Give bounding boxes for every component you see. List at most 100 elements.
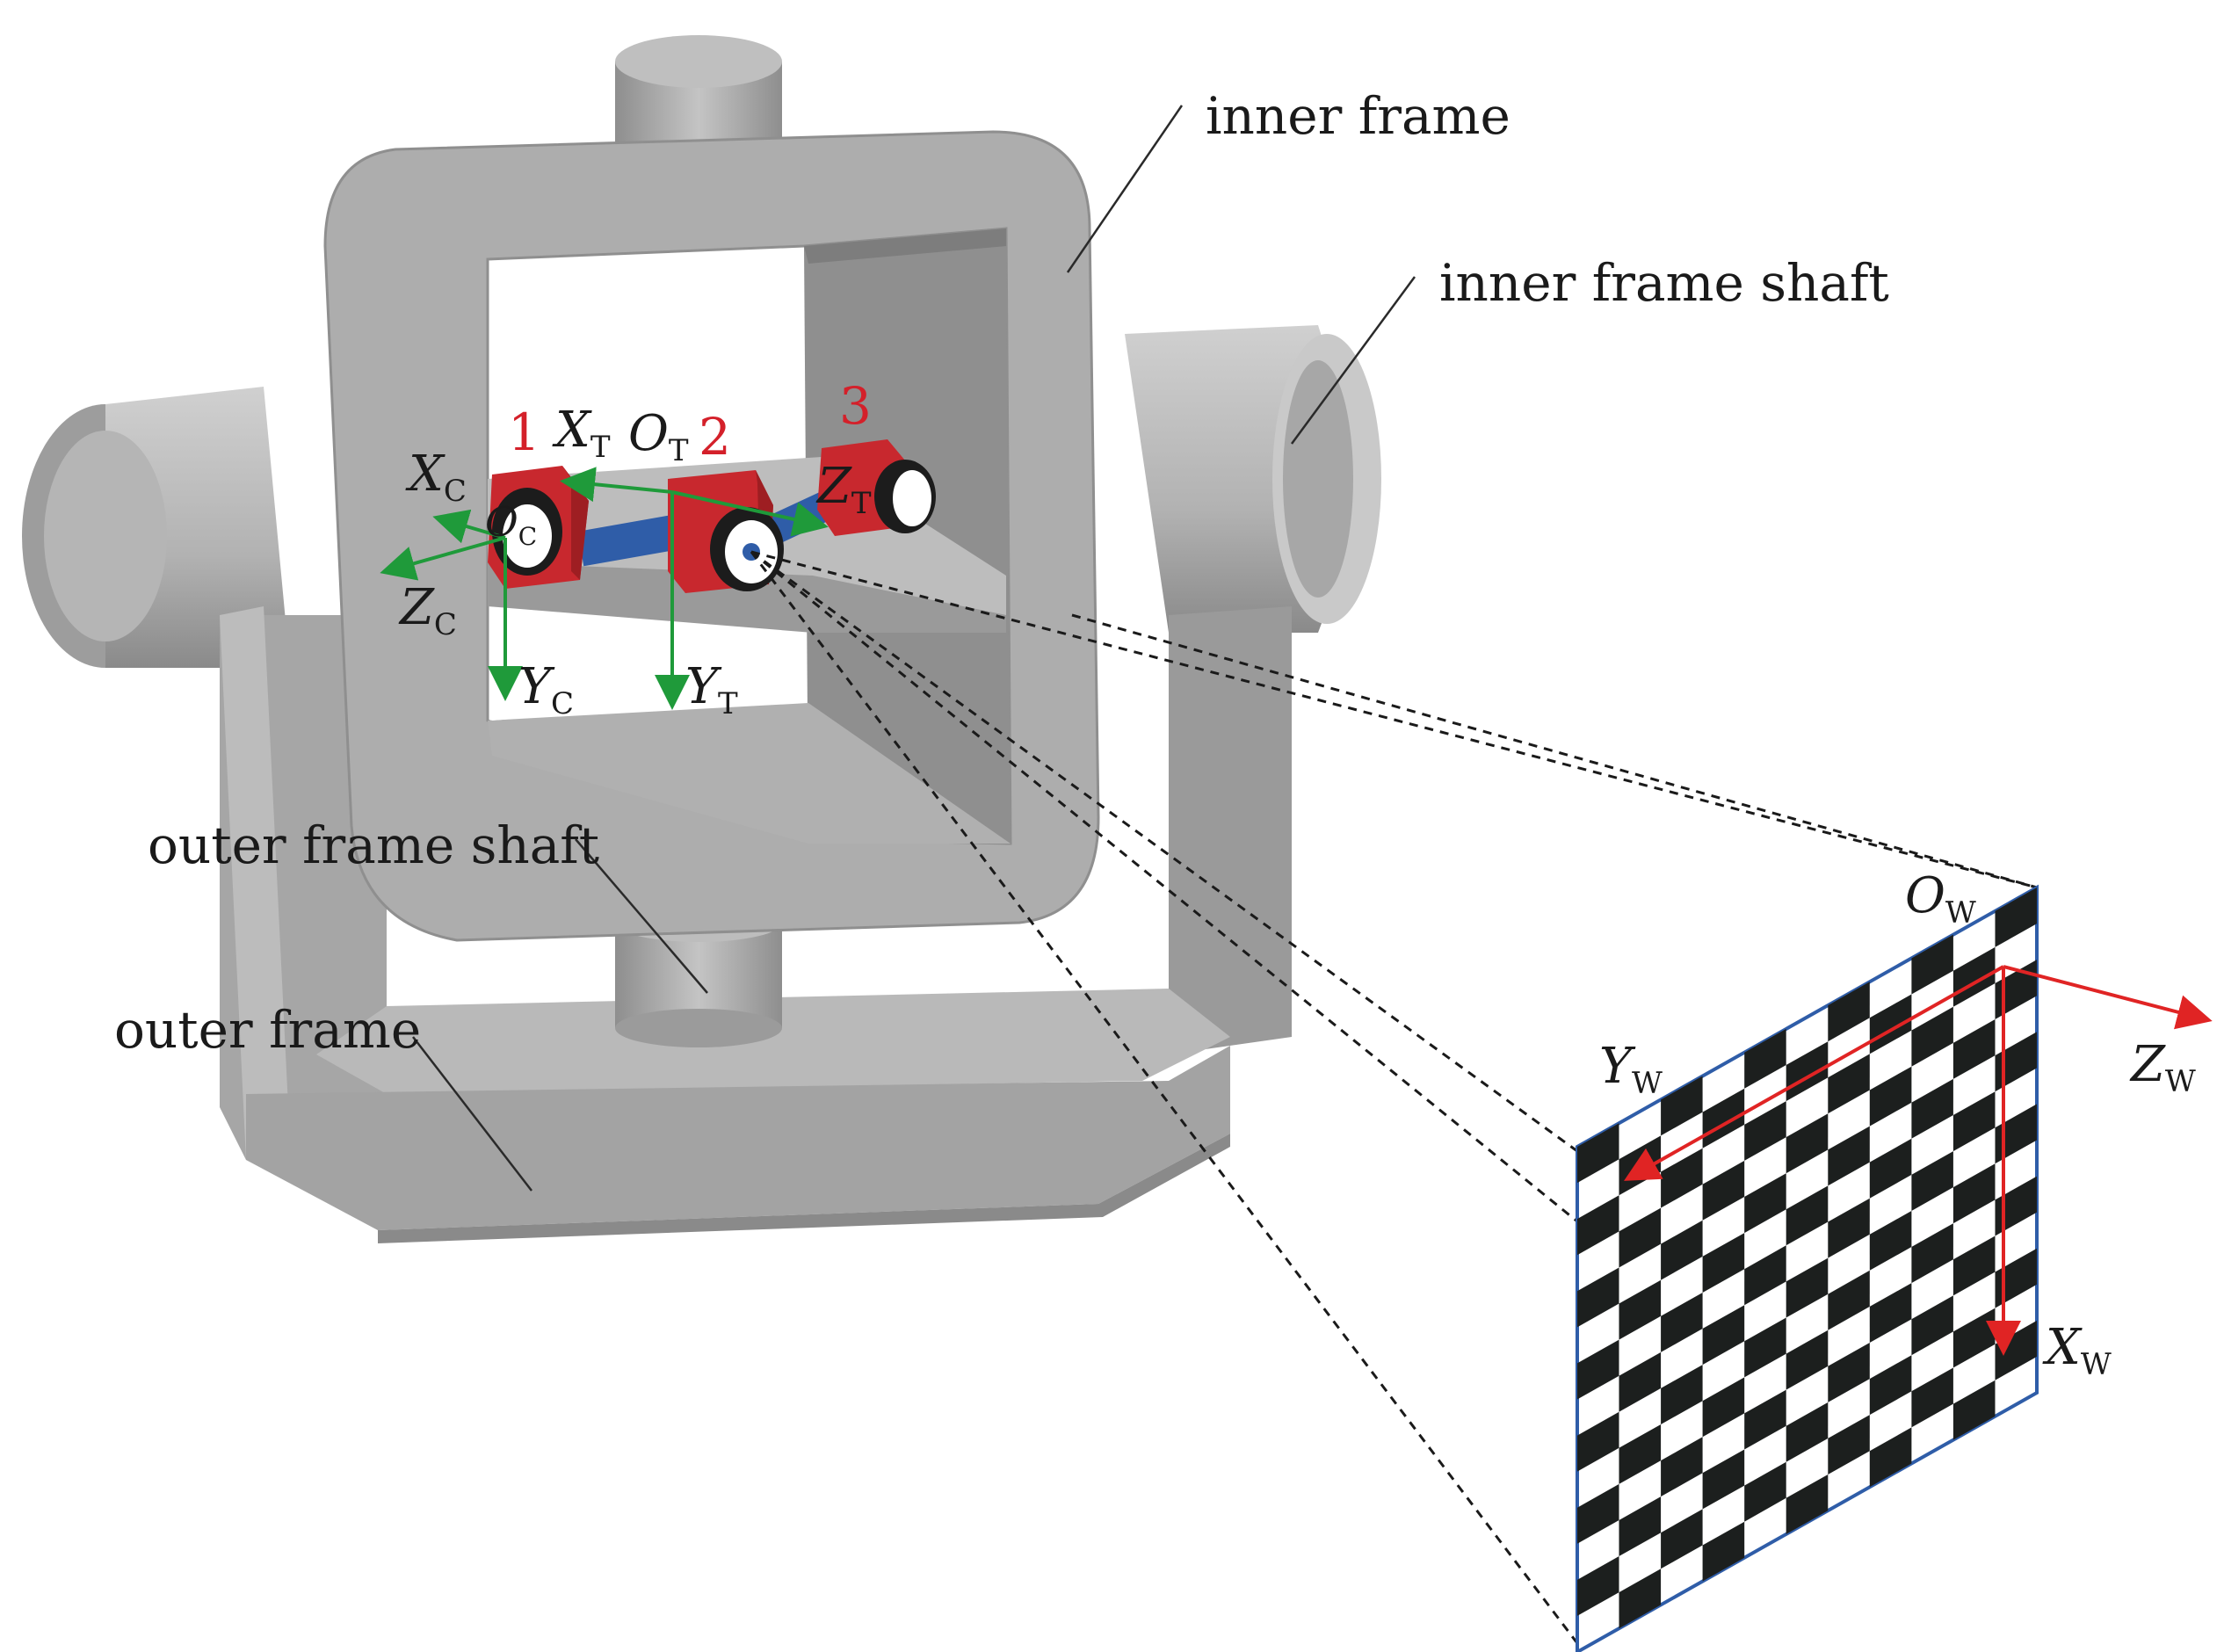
camera-number-1: 1 xyxy=(508,402,540,462)
checker-square xyxy=(1911,1078,1953,1139)
checker-square xyxy=(1911,934,1953,995)
label-yw: YW xyxy=(1599,1038,1663,1101)
checker-square xyxy=(1911,1295,1953,1356)
checker-square xyxy=(1869,1138,1912,1199)
checker-square xyxy=(1702,1160,1745,1221)
checker-square xyxy=(1952,1163,1996,1224)
checker-square xyxy=(1995,1104,2037,1164)
outer-frame xyxy=(22,325,1381,1243)
label-outer-frame: outer frame xyxy=(114,1000,421,1060)
checker-square xyxy=(1744,1173,1786,1234)
axis-xt xyxy=(560,467,673,503)
checker-square xyxy=(1952,1308,1996,1368)
leader-lines xyxy=(412,105,1416,1192)
checker-square xyxy=(1786,1257,1829,1318)
checker-square xyxy=(1911,1006,1953,1067)
label-xt: XT xyxy=(552,402,611,465)
outer-right-upright xyxy=(1169,606,1292,1054)
checker-square xyxy=(1911,1367,1953,1428)
label-zt: ZT xyxy=(815,458,872,521)
checker-square xyxy=(1828,1270,1870,1330)
label-inner-frame-shaft: inner frame shaft xyxy=(1439,253,1889,313)
world-axes xyxy=(1624,965,2213,1356)
checker-square xyxy=(1744,1245,1786,1306)
axis-xc xyxy=(432,509,506,544)
label-xw: XW xyxy=(2042,1319,2112,1382)
label-yt: YT xyxy=(685,658,738,721)
checker-square xyxy=(1828,1198,1870,1258)
label-zc: ZC xyxy=(398,579,457,642)
axis-yw xyxy=(1624,965,2004,1181)
checker-square xyxy=(1786,1185,1829,1246)
checker-square xyxy=(1577,1483,1619,1544)
label-oc: OC xyxy=(485,498,537,551)
checker-square xyxy=(1661,1365,1703,1424)
checker-square xyxy=(1577,1267,1619,1328)
outer-bottom-top xyxy=(316,989,1230,1094)
label-inner-frame: inner frame xyxy=(1206,86,1510,146)
checker-square xyxy=(1869,1066,1912,1127)
checker-square xyxy=(1661,1509,1703,1569)
checker-square xyxy=(1786,1113,1829,1174)
checker-square xyxy=(1869,1283,1912,1343)
checker-square xyxy=(1869,994,1912,1054)
checker-square xyxy=(1995,1032,2037,1092)
checker-square xyxy=(1702,1305,1745,1366)
checker-square xyxy=(1952,1235,1996,1296)
checker-square xyxy=(1786,1330,1829,1390)
checker-square xyxy=(1702,1449,1745,1510)
checker-square xyxy=(1995,960,2037,1019)
camera-number-2: 2 xyxy=(699,407,731,467)
checker-square xyxy=(1952,1019,1996,1079)
checker-square xyxy=(1952,1380,1996,1440)
checkerboard xyxy=(1576,884,2039,1652)
label-zw: ZW xyxy=(2129,1036,2196,1099)
checker-square xyxy=(1619,1496,1662,1556)
axis-zt xyxy=(671,490,829,537)
checker-square xyxy=(1702,1521,1745,1582)
label-ot: OT xyxy=(628,405,689,468)
checker-square xyxy=(1661,1293,1703,1352)
camera-number-3: 3 xyxy=(839,376,872,436)
checker-square xyxy=(1744,1389,1786,1450)
checker-square xyxy=(1661,1148,1703,1208)
checker-square xyxy=(1702,1233,1745,1293)
checker-square xyxy=(1619,1207,1662,1268)
axis-zw xyxy=(2003,965,2213,1030)
checker-square xyxy=(1995,1248,2037,1308)
camera-axes xyxy=(380,467,829,710)
label-xc: XC xyxy=(405,446,467,509)
label-ow: OW xyxy=(1905,867,1976,931)
checker-square xyxy=(1619,1351,1662,1412)
checker-square xyxy=(1577,1339,1619,1400)
checker-square xyxy=(1828,1054,1870,1114)
checker-square xyxy=(1577,1411,1619,1472)
checker-square xyxy=(1619,1424,1662,1484)
checkerboard-cells xyxy=(1577,888,2037,1629)
checker-square xyxy=(1702,1377,1745,1438)
checker-square xyxy=(1869,1427,1912,1488)
checker-square xyxy=(1744,1101,1786,1161)
camera-3 xyxy=(817,439,936,536)
checker-square xyxy=(1577,1556,1619,1616)
checker-square xyxy=(1786,1041,1829,1102)
checker-square xyxy=(1661,1220,1703,1280)
checker-square xyxy=(1911,1151,1953,1211)
checker-square xyxy=(1952,1091,1996,1152)
checker-square xyxy=(1869,1355,1912,1416)
checker-square xyxy=(1702,1088,1745,1148)
checker-square xyxy=(1577,1195,1619,1256)
checker-square xyxy=(1911,1223,1953,1284)
checker-square xyxy=(1828,982,1870,1042)
sight-lines xyxy=(750,550,2038,1644)
label-outer-frame-shaft: outer frame shaft xyxy=(148,815,599,875)
checker-square xyxy=(1619,1279,1662,1340)
checker-square xyxy=(1952,946,1996,1007)
label-yc: YC xyxy=(518,658,574,721)
outer-bottom-front xyxy=(246,1046,1230,1230)
checker-square xyxy=(1744,1028,1786,1089)
checker-square xyxy=(1619,1569,1662,1629)
checker-square xyxy=(1786,1474,1829,1534)
